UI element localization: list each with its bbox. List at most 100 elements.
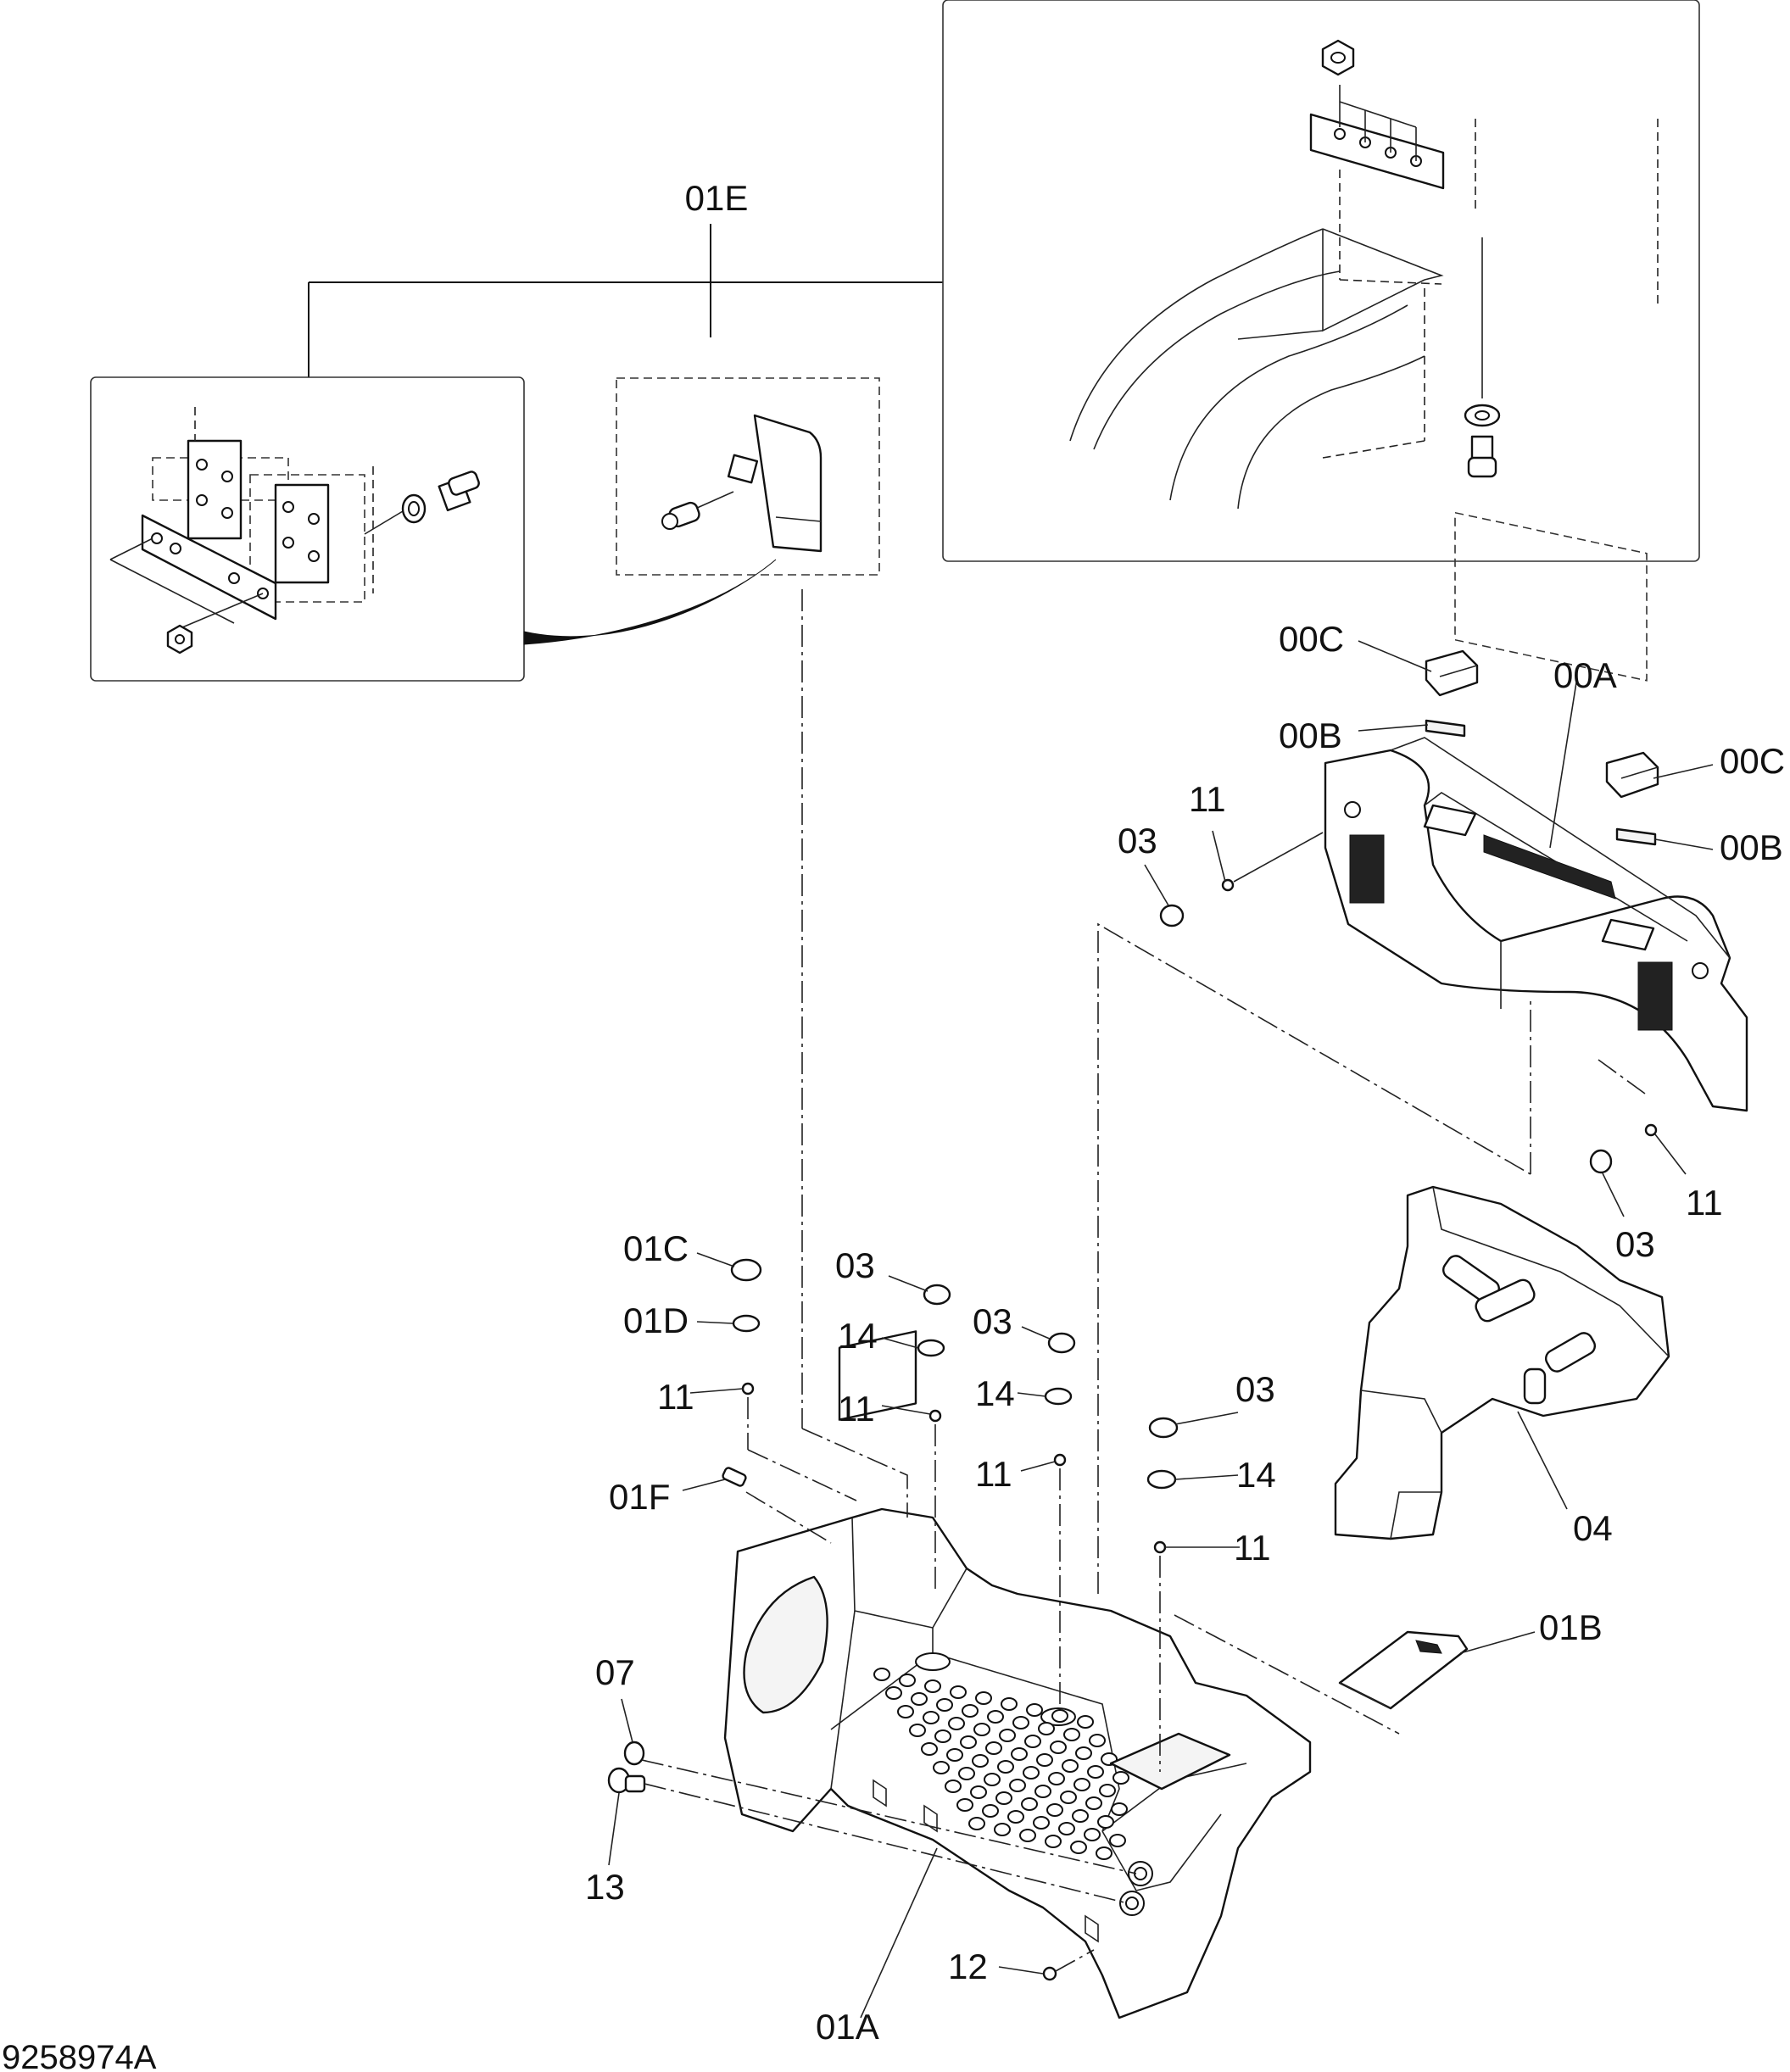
- callout-14: 14: [838, 1316, 878, 1356]
- callout-00C: 00C: [1720, 741, 1785, 781]
- perforation-hole: [1099, 1784, 1116, 1797]
- perforation-hole: [1085, 1796, 1102, 1810]
- perforation-hole: [1045, 1835, 1062, 1848]
- detail-box-bracket: [616, 377, 880, 576]
- callout-12: 12: [948, 1947, 988, 1986]
- perforation-hole: [948, 1717, 965, 1730]
- perforation-hole: [972, 1754, 989, 1768]
- perforation-hole: [1011, 1747, 1028, 1761]
- perforation-hole: [1096, 1846, 1112, 1860]
- part-13-fastener: [607, 1767, 646, 1794]
- part-04-duct: [1334, 1185, 1670, 1540]
- callout-01F: 01F: [609, 1477, 670, 1517]
- perforation-hole: [956, 1798, 973, 1812]
- perforation-hole: [909, 1724, 926, 1737]
- assembly-lines: [641, 589, 1646, 1972]
- callout-14: 14: [975, 1373, 1015, 1413]
- perforation-hole: [1087, 1765, 1104, 1779]
- detail-box-plates: [90, 376, 525, 682]
- perforation-hole: [1051, 1709, 1068, 1723]
- perforation-hole: [1026, 1703, 1043, 1717]
- perforation-hole: [923, 1711, 940, 1724]
- part-00B-label-1: [1425, 719, 1466, 738]
- callout-03: 03: [1615, 1224, 1655, 1264]
- perforation-hole: [899, 1674, 916, 1687]
- callout-11: 11: [838, 1389, 875, 1429]
- perforation-hole: [995, 1791, 1012, 1805]
- perforation-hole: [1021, 1797, 1038, 1811]
- callout-01D: 01D: [623, 1301, 689, 1340]
- perforation-hole: [1075, 1746, 1092, 1760]
- perforation-hole: [1019, 1829, 1036, 1842]
- part-01C-plug: [730, 1258, 762, 1282]
- perforation-hole: [945, 1780, 962, 1793]
- perforation-hole: [885, 1686, 902, 1700]
- part-14-ring-a: [917, 1339, 945, 1357]
- perforation-hole: [987, 1710, 1004, 1724]
- perforation-hole: [1073, 1778, 1090, 1791]
- callout-03: 03: [973, 1301, 1012, 1341]
- perforation-hole: [1072, 1809, 1089, 1823]
- callout-07: 07: [595, 1652, 635, 1692]
- callout-11: 11: [1234, 1528, 1271, 1568]
- part-14-ring-c: [1146, 1469, 1177, 1490]
- perforation-hole: [934, 1729, 951, 1743]
- callout-labels: 01E 00C 00A 00B 00C 00B 11 03 11 03 01C …: [585, 178, 1785, 2047]
- perforation-hole: [921, 1742, 938, 1756]
- part-03-plug-a: [1159, 904, 1185, 927]
- perforation-hole: [924, 1679, 941, 1693]
- perforation-hole: [975, 1691, 992, 1705]
- perforation-hole: [1112, 1771, 1129, 1785]
- part-03-plug-d: [1047, 1332, 1076, 1354]
- callout-00B: 00B: [1720, 827, 1783, 867]
- part-12-screw: [1042, 1966, 1057, 1981]
- callout-11: 11: [1686, 1183, 1723, 1223]
- part-11-screw-d: [928, 1409, 942, 1423]
- callout-01A: 01A: [816, 2007, 879, 2047]
- perforation-hole: [973, 1723, 990, 1736]
- perforation-hole: [1109, 1834, 1126, 1847]
- perforation-hole: [1046, 1803, 1063, 1817]
- perforation-hole: [1001, 1697, 1018, 1711]
- perforation-hole: [911, 1692, 928, 1706]
- perforation-hole: [1034, 1785, 1051, 1798]
- part-00B-label-2: [1615, 827, 1657, 846]
- callout-11: 11: [1189, 779, 1226, 819]
- perforation-hole: [936, 1698, 953, 1712]
- callout-01E: 01E: [685, 178, 749, 218]
- callout-04: 04: [1573, 1508, 1613, 1548]
- perforation-hole: [946, 1748, 963, 1762]
- perforation-hole: [1063, 1728, 1080, 1741]
- perforation-hole: [1084, 1828, 1101, 1841]
- callout-03: 03: [835, 1245, 875, 1285]
- perforation-hole: [999, 1729, 1016, 1742]
- callout-00A: 00A: [1553, 655, 1617, 695]
- part-00C-cap-2: [1605, 751, 1659, 799]
- perforation-hole: [950, 1685, 967, 1699]
- part-11-screw-c: [741, 1382, 755, 1395]
- callout-01C: 01C: [623, 1228, 689, 1268]
- perforation-hole: [985, 1741, 1002, 1755]
- part-03-plug-c: [923, 1284, 951, 1306]
- perforation-hole: [1007, 1810, 1024, 1824]
- part-14-ring-b: [1044, 1387, 1073, 1406]
- perforation-hole: [994, 1823, 1011, 1836]
- perforation-hole: [958, 1767, 975, 1780]
- perforation-hole: [1023, 1766, 1040, 1780]
- perforation-hole: [997, 1760, 1014, 1774]
- part-11-screw-f: [1153, 1540, 1167, 1554]
- part-01D-ring: [732, 1314, 761, 1333]
- part-07-plug: [623, 1741, 645, 1766]
- perforation-hole: [960, 1735, 977, 1749]
- callout-00B: 00B: [1279, 716, 1342, 755]
- detail-box-console: [942, 0, 1700, 682]
- perforation-hole: [1033, 1816, 1050, 1830]
- perforation-hole: [962, 1704, 979, 1718]
- callout-14: 14: [1236, 1455, 1276, 1495]
- perforation-hole: [970, 1785, 987, 1799]
- detail-connector: [523, 559, 777, 645]
- perforation-hole: [1036, 1753, 1053, 1767]
- callout-03: 03: [1118, 821, 1157, 861]
- perforation-hole: [984, 1773, 1001, 1786]
